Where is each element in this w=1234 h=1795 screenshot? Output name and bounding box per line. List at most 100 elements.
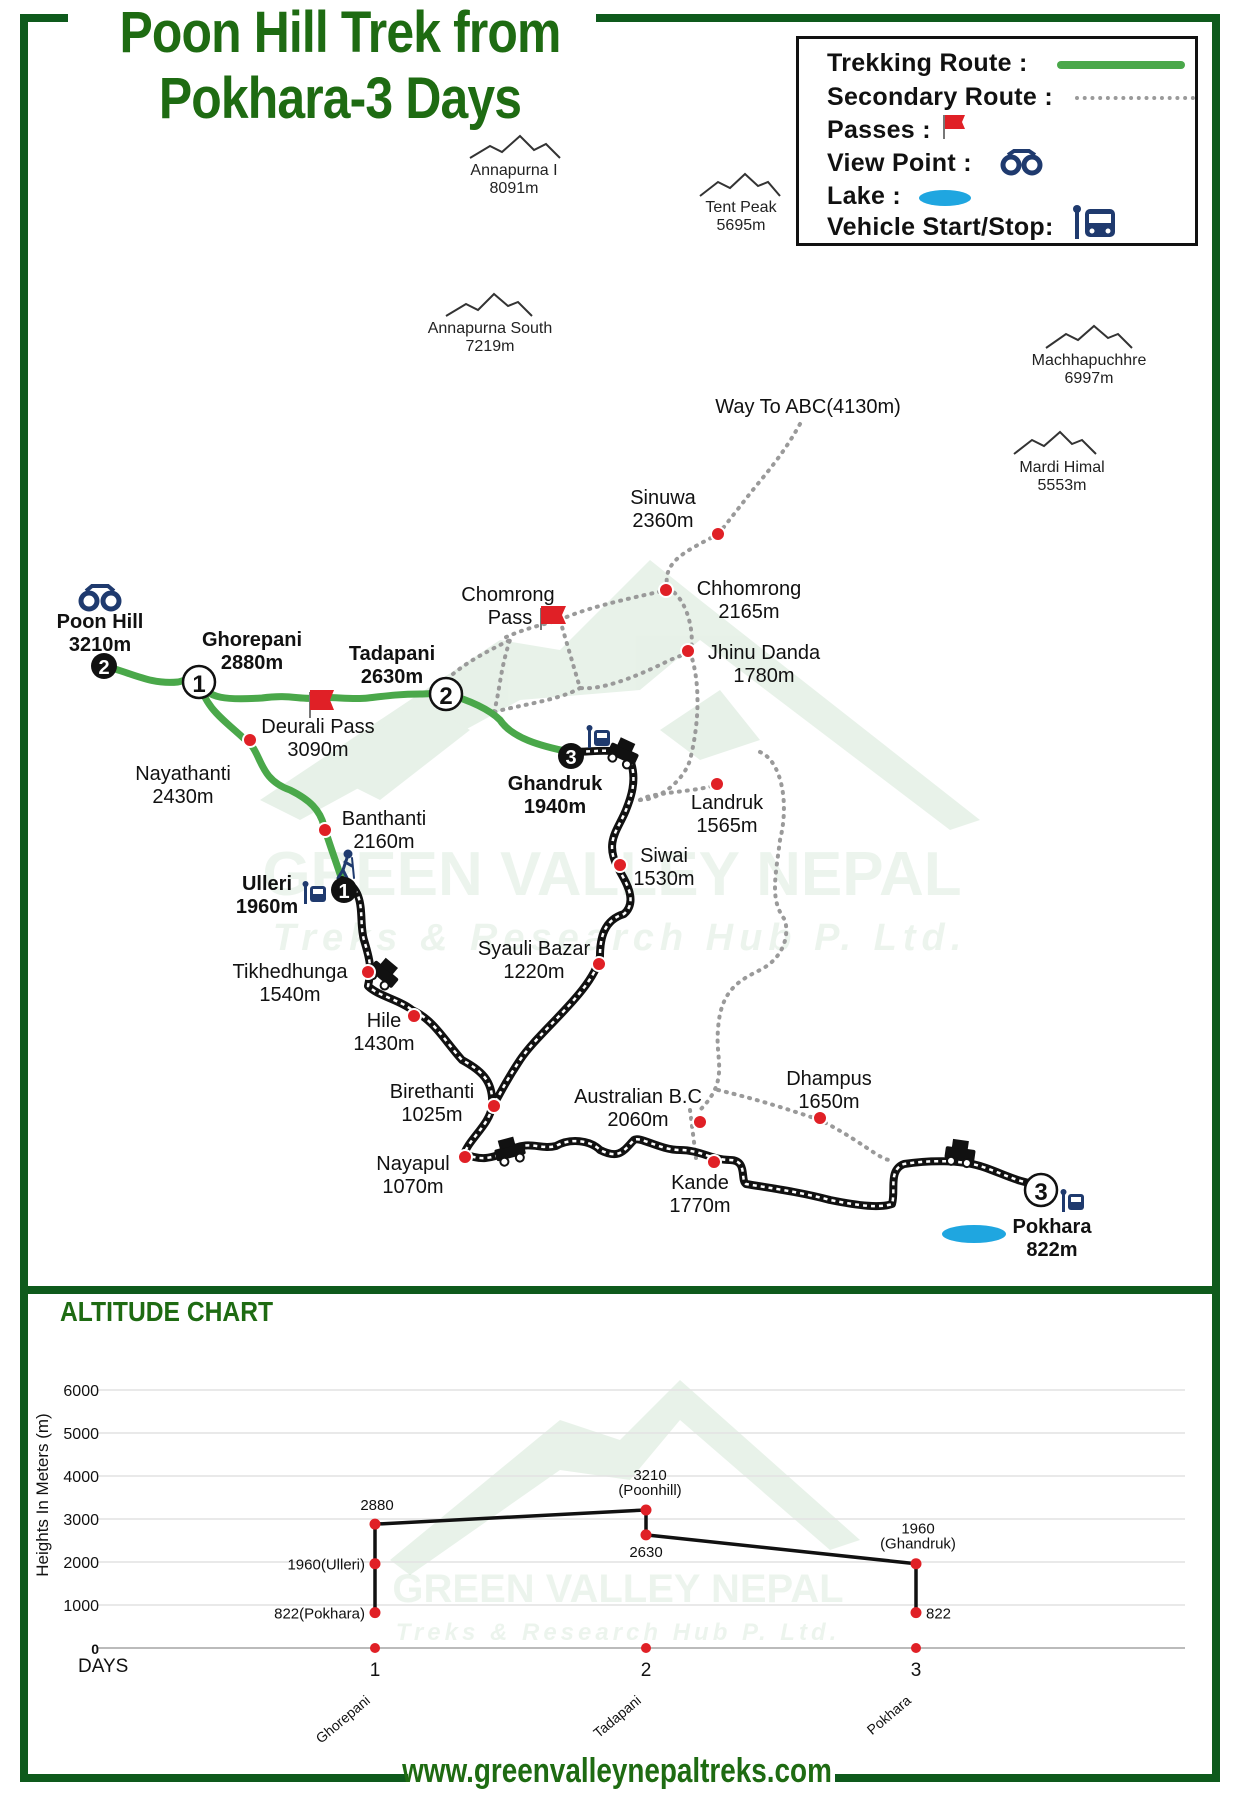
- frame: [20, 14, 1220, 1782]
- place-alt: 2160m: [353, 831, 414, 853]
- marker-landruk: [709, 776, 725, 792]
- title-line-1: Poon Hill Trek from: [119, 0, 562, 65]
- altitude-label: 822: [926, 1606, 951, 1623]
- mountain-height: 8091m: [490, 180, 539, 197]
- legend-vehicle: Vehicle Start/Stop:: [827, 213, 1054, 242]
- marker-nayathanti: [242, 732, 258, 748]
- vehicle-roads: [338, 746, 1044, 1211]
- ytick-label: 3000: [63, 1512, 99, 1529]
- place-name: Tikhedhunga: [233, 961, 349, 983]
- stop-number: 3: [565, 747, 576, 769]
- bus-stop-icon: [586, 725, 610, 748]
- legend-lake-label: Lake :: [827, 182, 902, 210]
- flag-icon: [309, 690, 334, 718]
- altitude-label: 3210: [633, 1467, 666, 1484]
- legend-view: View Point :: [827, 149, 972, 178]
- ytick-label: 1000: [63, 1598, 99, 1615]
- place-alt: 1960m: [236, 896, 298, 918]
- legend-passes-label: Passes :: [827, 116, 931, 144]
- altitude-label: 2880: [360, 1497, 393, 1514]
- place-alt: 3210m: [69, 634, 131, 656]
- mountain-height: 6997m: [1065, 370, 1114, 387]
- chart-xlabel: DAYS: [78, 1656, 128, 1677]
- place-alt: 1530m: [633, 868, 694, 890]
- jeep-icon: [944, 1138, 976, 1169]
- altitude-point: [369, 1607, 381, 1619]
- place-name: Deurali Pass: [261, 716, 374, 738]
- watermark-name-chart: GREEN VALLEY NEPAL: [392, 1567, 843, 1611]
- marker-australian-bc: [692, 1114, 708, 1130]
- pass-flags: [309, 606, 566, 718]
- lake-icon: [919, 190, 971, 206]
- day-place: Pokhara: [864, 1692, 914, 1738]
- page-title: Poon Hill Trek from Pokhara-3 Days: [99, 0, 581, 132]
- place-name: Banthanti: [342, 808, 427, 830]
- mountain-name: Mardi Himal: [1019, 459, 1104, 476]
- road-dash: [341, 878, 494, 1155]
- way-to-abc-label: Way To ABC(4130m): [715, 396, 901, 418]
- ytick-label: 6000: [63, 1383, 99, 1400]
- watermark-tagline: Treks & Research Hub P. Ltd.: [273, 917, 968, 959]
- legend-trekking-swatch: [1057, 61, 1185, 69]
- legend-secondary: Secondary Route :: [827, 83, 1053, 112]
- marker-syauli-bazar: [591, 956, 607, 972]
- marker-tikhedhunga: [360, 964, 376, 980]
- mountain-name: Annapurna I: [470, 162, 557, 179]
- legend-trekking: Trekking Route :: [827, 49, 1028, 78]
- legend-secondary-label: Secondary Route :: [827, 83, 1053, 111]
- place-name: Syauli Bazar: [478, 938, 591, 960]
- place-markers: [242, 526, 828, 1170]
- mountain-height: 5553m: [1038, 477, 1087, 494]
- marker-nayapul: [457, 1149, 473, 1165]
- place-alt: 2630m: [361, 666, 423, 688]
- legend-lake: Lake :: [827, 182, 901, 211]
- jeep-icons: [367, 737, 976, 1169]
- mountain-name: Annapurna South: [428, 320, 553, 337]
- place-alt: 2165m: [718, 601, 779, 623]
- place-name: Pokhara: [1013, 1216, 1093, 1238]
- place-name: Jhinu Danda: [708, 642, 821, 664]
- stop-circles: 2 1 2 3 1 3: [91, 653, 1059, 1208]
- altitude-point: [640, 1504, 652, 1516]
- legend-vehicle-label: Vehicle Start/Stop:: [827, 213, 1054, 241]
- bus-stop-icon: [302, 881, 326, 904]
- title-line-2: Pokhara-3 Days: [158, 66, 522, 131]
- altitude-sublabel: (Ghandruk): [880, 1536, 956, 1553]
- place-labels: Way To ABC(4130m) Poon Hill 3210m Ghorep…: [57, 396, 1093, 1261]
- jeep-icon: [494, 1136, 526, 1167]
- day-tick-dot: [911, 1643, 921, 1653]
- day-number: 3: [911, 1660, 922, 1681]
- chart-title: ALTITUDE CHART: [60, 1296, 274, 1327]
- chart-lines: [373, 1508, 918, 1613]
- place-name: Poon Hill: [57, 611, 144, 633]
- marker-siwai: [612, 857, 628, 873]
- altitude-point: [369, 1558, 381, 1570]
- altitude-label: 1960(Ulleri): [287, 1557, 365, 1574]
- chart-ylabel: Heights In Meters (m): [33, 1413, 52, 1576]
- chart-points: [369, 1504, 922, 1619]
- ytick-label: 0: [91, 1641, 99, 1657]
- stop-number: 1: [192, 671, 205, 698]
- stop-number: 2: [439, 683, 452, 710]
- altitude-label: 1960: [901, 1521, 934, 1538]
- place-name: Nayapul: [376, 1153, 449, 1175]
- place-alt: 2430m: [152, 786, 213, 808]
- mountain-height: 7219m: [466, 338, 515, 355]
- place-name: Australian B.C: [574, 1086, 702, 1108]
- marker-birethanti: [486, 1098, 502, 1114]
- legend-view-label: View Point :: [827, 149, 972, 177]
- place-alt: 1220m: [503, 961, 564, 983]
- chart-data-labels: 822(Pokhara)1960(Ulleri)28803210(Poonhil…: [274, 1467, 956, 1623]
- bus-stop-icon: [1073, 205, 1115, 239]
- legend-secondary-swatch: [1075, 96, 1195, 100]
- website-footer: www.greenvalleynepaltreks.com: [402, 1752, 832, 1790]
- place-name: Ghorepani: [202, 629, 302, 651]
- place-name: Siwai: [640, 845, 688, 867]
- place-name: Chomrong: [461, 584, 554, 606]
- legend-trekking-label: Trekking Route :: [827, 49, 1028, 77]
- place-alt: 2360m: [632, 510, 693, 532]
- flag-icon: [540, 606, 566, 630]
- ytick-label: 4000: [63, 1469, 99, 1486]
